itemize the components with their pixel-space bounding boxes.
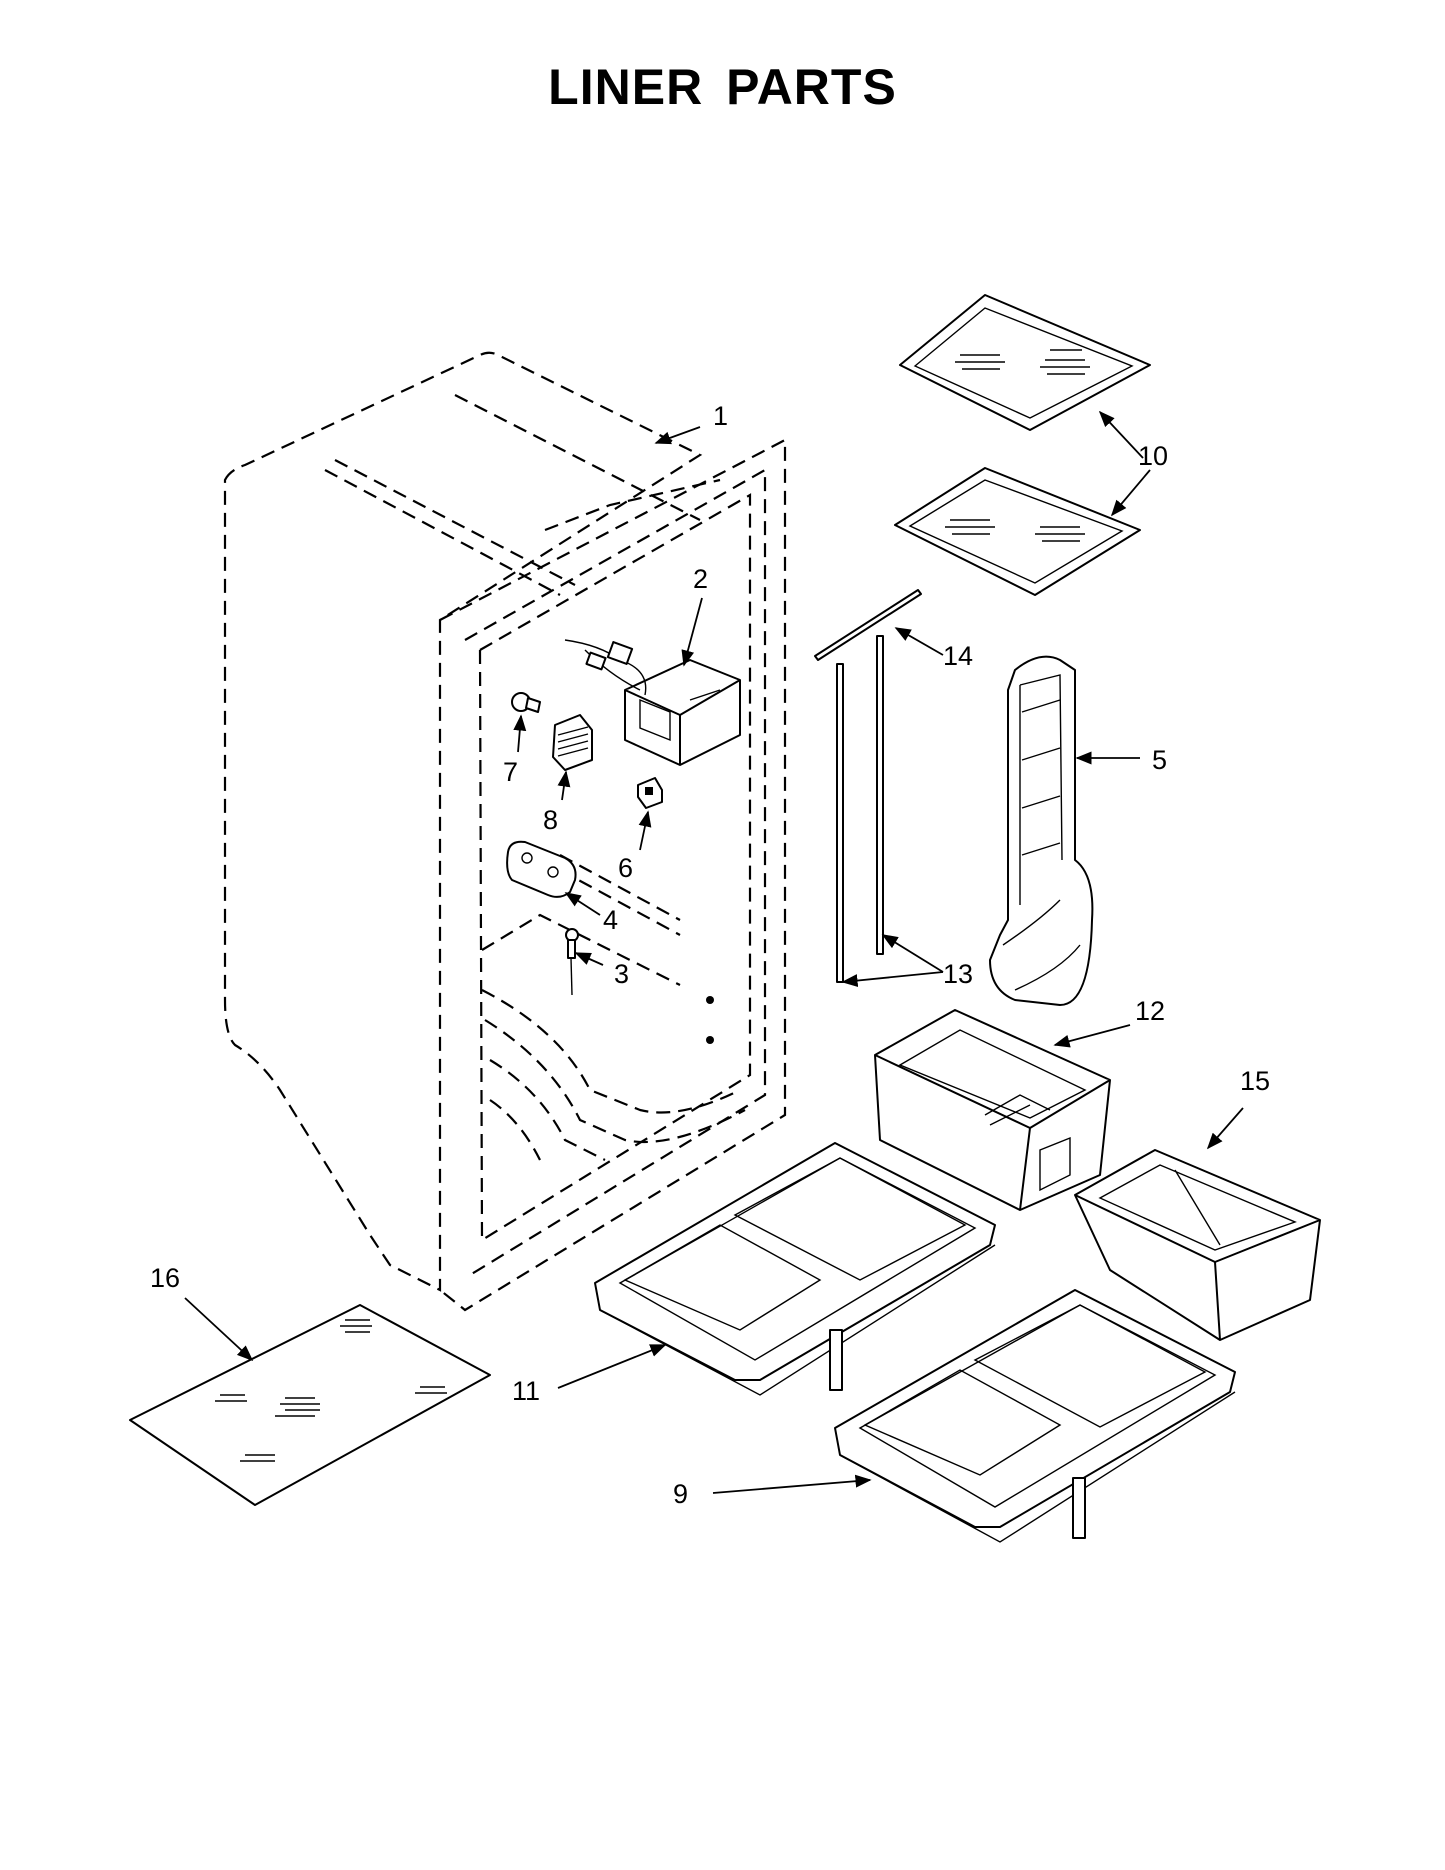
door-switch — [637, 777, 663, 809]
callout-14: 14 — [943, 641, 973, 671]
trim-strip-horizontal — [814, 589, 922, 661]
glass-shelf-lower — [894, 467, 1141, 596]
callout-7: 7 — [503, 757, 518, 787]
callout-11: 11 — [512, 1376, 540, 1406]
callout-2: 2 — [693, 564, 708, 594]
air-tower — [989, 655, 1094, 1006]
liner-cabinet — [223, 351, 787, 1312]
light-bulb — [511, 692, 541, 713]
trim-strips-vertical — [836, 635, 884, 983]
callout-4: 4 — [603, 905, 618, 935]
leader-lines — [184, 410, 1244, 1494]
crisper-drawer-small — [1074, 1149, 1321, 1341]
callout-12: 12 — [1135, 996, 1165, 1026]
callout-labels: 1 2 3 4 5 6 7 8 9 10 11 12 13 14 15 16 — [150, 401, 1270, 1509]
glass-shelf-upper — [899, 294, 1151, 431]
page-title: LINER PARTS — [548, 59, 897, 115]
callout-10: 10 — [1138, 441, 1168, 471]
callout-1: 1 — [713, 401, 728, 431]
shelf-frame-upper — [594, 1142, 996, 1396]
callout-16: 16 — [150, 1263, 180, 1293]
light-socket — [552, 714, 593, 771]
shelf-frame-lower — [834, 1289, 1236, 1543]
callout-5: 5 — [1152, 745, 1167, 775]
control-housing — [564, 639, 741, 766]
callout-9: 9 — [673, 1479, 688, 1509]
callout-13: 13 — [943, 959, 973, 989]
callout-6: 6 — [618, 853, 633, 883]
light-housing — [506, 840, 577, 898]
thermistor — [565, 928, 579, 996]
liner-sheet — [129, 1304, 491, 1506]
callout-3: 3 — [614, 959, 629, 989]
callout-8: 8 — [543, 805, 558, 835]
crisper-drawer-large — [874, 1009, 1111, 1211]
callout-15: 15 — [1240, 1066, 1270, 1096]
